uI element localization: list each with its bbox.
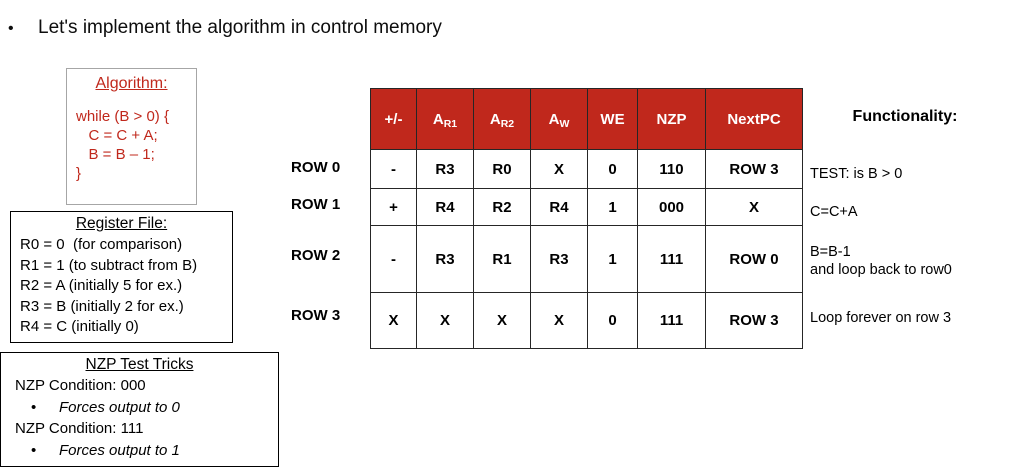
cell-we: 1 (587, 188, 638, 226)
cell-sign: X (370, 292, 417, 349)
cell-nzp: 000 (637, 188, 706, 226)
algorithm-code-line: B = B – 1; (76, 146, 155, 163)
column-header-ar2: AR2 (473, 88, 531, 150)
cell-ar2: R0 (473, 149, 531, 189)
functionality-row-0: TEST: is B > 0 (810, 166, 903, 182)
register-file-box: Register File: R0 = 0 (for comparison) R… (10, 211, 233, 343)
functionality-row-1: C=C+A (810, 204, 858, 220)
algorithm-code-line: while (B > 0) { (76, 108, 169, 125)
algorithm-box: Algorithm: while (B > 0) { C = C + A; B … (66, 68, 197, 205)
column-header-ar1: AR1 (416, 88, 474, 150)
register-file-title: Register File: (75, 215, 168, 232)
bullet-marker-icon: • (8, 20, 14, 37)
cell-ar1: R4 (416, 188, 474, 226)
slide-bullet-text: Let's implement the algorithm in control… (38, 17, 442, 38)
cell-ar1: R3 (416, 225, 474, 293)
control-memory-table: +/- AR1 AR2 AW WE NZP NextPC - R3 R0 X 0… (370, 88, 803, 349)
nzp-effect: • Forces output to 1 (1, 440, 278, 462)
nzp-sub-bullet-icon: • (31, 398, 37, 416)
cell-sign: + (370, 188, 417, 226)
cell-aw: X (530, 149, 588, 189)
nzp-sub-bullet-icon: • (31, 441, 37, 459)
functionality-heading: Functionality: (852, 108, 958, 125)
functionality-column: Functionality: TEST: is B > 0 C=C+A B=B-… (810, 108, 1020, 326)
column-header-we: WE (587, 88, 638, 150)
row-label-3: ROW 3 (291, 307, 341, 324)
row-label-0: ROW 0 (291, 158, 341, 176)
register-file-line: R3 = B (initially 2 for ex.) (20, 297, 184, 315)
register-file-line: R2 = A (initially 5 for ex.) (20, 277, 183, 294)
nzp-effect-text: Forces output to 0 (59, 398, 180, 416)
cell-nextpc: X (705, 188, 803, 226)
table-header-row: +/- AR1 AR2 AW WE NZP NextPC (370, 88, 803, 150)
nzp-test-tricks-box: NZP Test Tricks NZP Condition: 000 • For… (0, 352, 279, 467)
cell-ar2: R1 (473, 225, 531, 293)
cell-aw: X (530, 292, 588, 349)
cell-nextpc: ROW 3 (705, 149, 803, 189)
cell-nzp: 110 (637, 149, 706, 189)
row-label-1: ROW 1 (291, 195, 341, 213)
cell-nextpc: ROW 0 (705, 225, 803, 293)
column-header-nextpc: NextPC (705, 88, 803, 150)
table-row: - R3 R0 X 0 110 ROW 3 (370, 149, 803, 189)
cell-we: 1 (587, 225, 638, 293)
table-row: - R3 R1 R3 1 111 ROW 0 (370, 225, 803, 293)
cell-nextpc: ROW 3 (705, 292, 803, 349)
register-file-line: R4 = C (initially 0) (20, 318, 139, 335)
table-row-labels: ROW 0 ROW 1 ROW 2 ROW 3 (291, 148, 367, 343)
nzp-effect-text: Forces output to 1 (59, 441, 180, 459)
nzp-condition: NZP Condition: 111 (15, 420, 144, 437)
cell-ar1: R3 (416, 149, 474, 189)
table-row: X X X X 0 111 ROW 3 (370, 292, 803, 349)
functionality-row-2: B=B-1 and loop back to row0 (810, 244, 952, 278)
cell-nzp: 111 (637, 225, 706, 293)
algorithm-title: Algorithm: (95, 75, 168, 92)
cell-nzp: 111 (637, 292, 706, 349)
table-row: + R4 R2 R4 1 000 X (370, 188, 803, 226)
cell-ar1: X (416, 292, 474, 349)
cell-sign: - (370, 225, 417, 293)
slide-bullet-line: • Let's implement the algorithm in contr… (8, 17, 442, 39)
register-file-line: R0 = 0 (for comparison) (20, 236, 183, 253)
cell-ar2: X (473, 292, 531, 349)
column-header-nzp: NZP (637, 88, 706, 150)
cell-aw: R3 (530, 225, 588, 293)
cell-ar2: R2 (473, 188, 531, 226)
cell-sign: - (370, 149, 417, 189)
cell-aw: R4 (530, 188, 588, 226)
cell-we: 0 (587, 149, 638, 189)
algorithm-code-line: C = C + A; (76, 127, 158, 144)
nzp-effect: • Forces output to 0 (1, 397, 278, 419)
nzp-condition: NZP Condition: 000 (15, 377, 146, 394)
column-header-aw: AW (530, 88, 588, 150)
register-file-line: R1 = 1 (to subtract from B) (20, 256, 198, 274)
column-header-sign: +/- (370, 88, 417, 150)
cell-we: 0 (587, 292, 638, 349)
algorithm-code-line: } (76, 165, 82, 182)
row-label-2: ROW 2 (291, 246, 341, 264)
nzp-title: NZP Test Tricks (85, 356, 194, 373)
functionality-row-3: Loop forever on row 3 (810, 310, 952, 326)
